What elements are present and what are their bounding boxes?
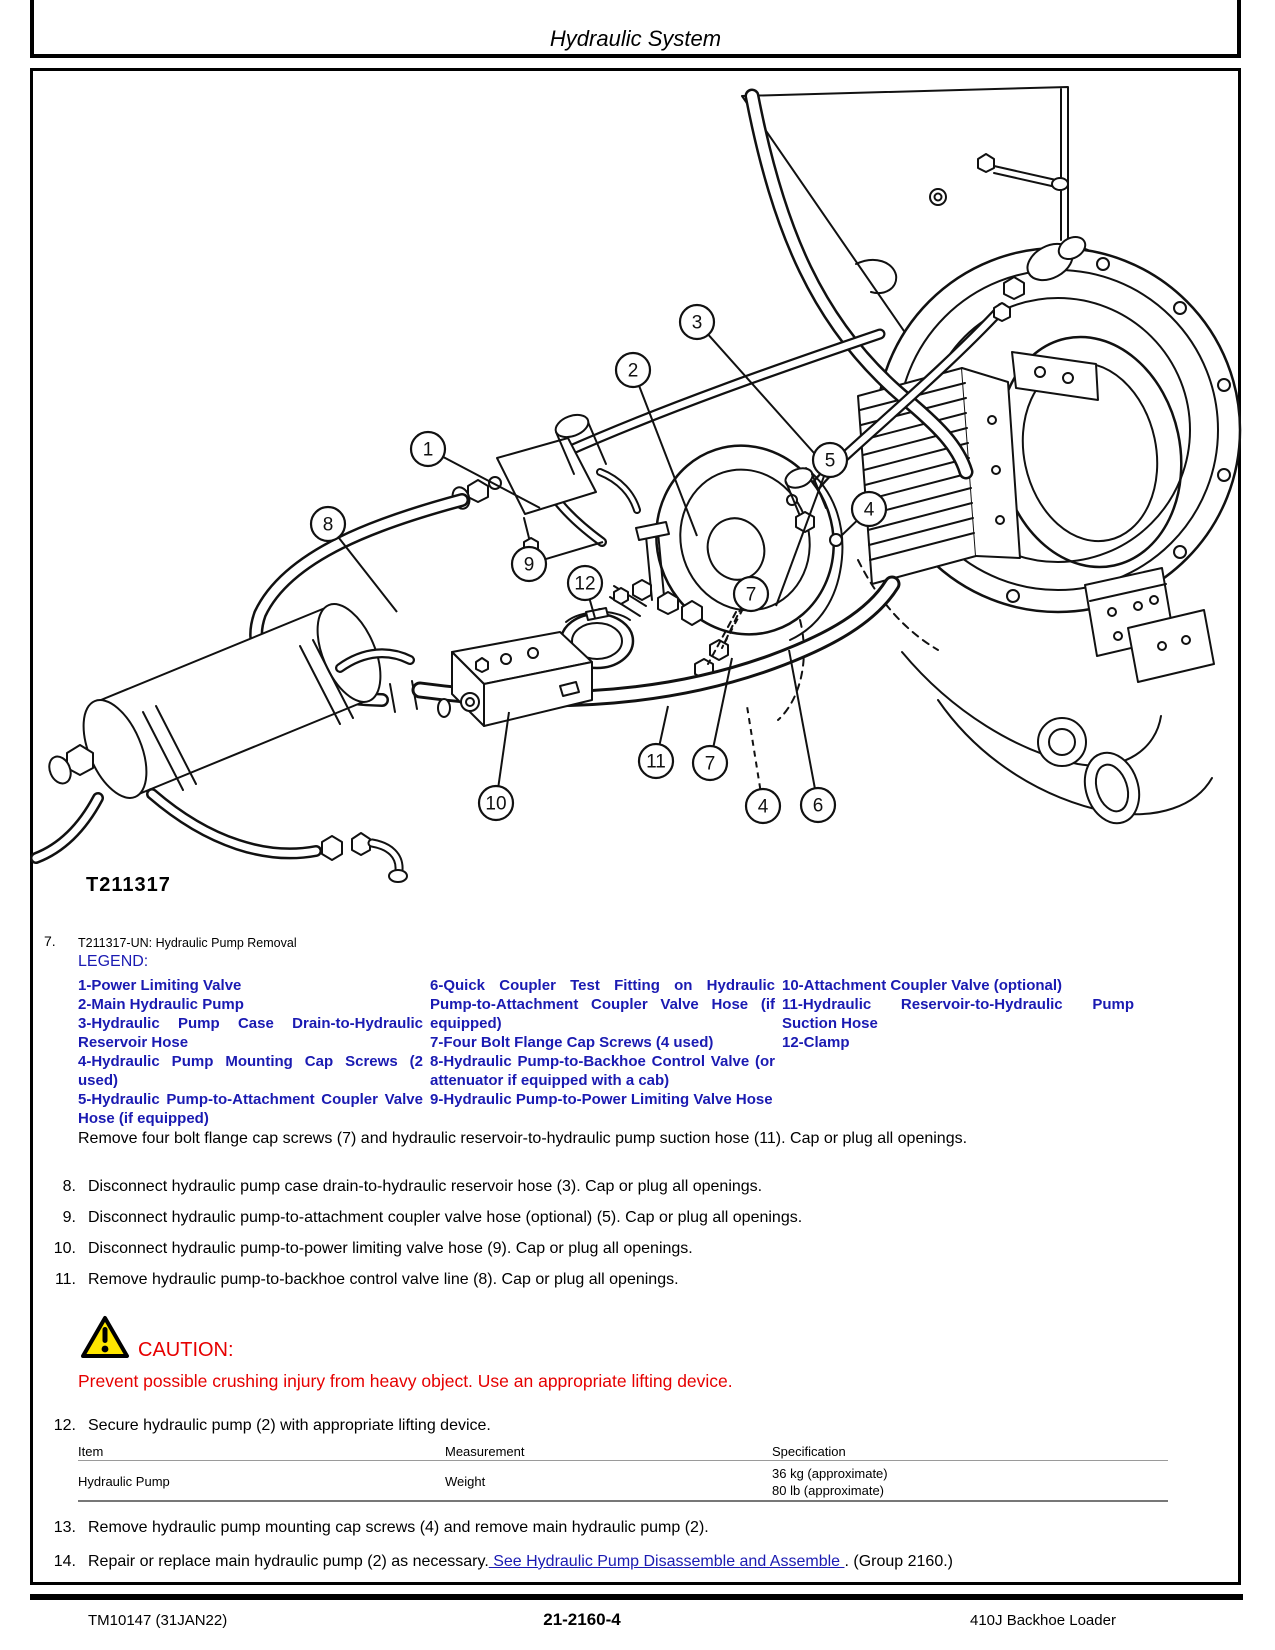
step-number-12: 12. bbox=[53, 1417, 76, 1434]
table-header-item: Item bbox=[78, 1444, 104, 1459]
step-number-10: 10. bbox=[53, 1240, 76, 1257]
table-rule-top bbox=[78, 1460, 1168, 1461]
step-14-text: Repair or replace main hydraulic pump (2… bbox=[88, 1553, 1168, 1571]
figure-id-label: T211317 bbox=[86, 874, 171, 896]
table-header-specification: Specification bbox=[772, 1444, 846, 1459]
step-7-text: Remove four bolt flange cap screws (7) a… bbox=[78, 1130, 968, 1147]
table-cell-measurement: Weight bbox=[445, 1474, 486, 1489]
table-rule-bottom bbox=[78, 1500, 1168, 1502]
page-title: Hydraulic System bbox=[549, 26, 722, 51]
legend-title: LEGEND: bbox=[78, 953, 149, 970]
figure-caption: T211317-UN: Hydraulic Pump Removal bbox=[78, 936, 297, 950]
footer-model-name: 410J Backhoe Loader bbox=[970, 1612, 1116, 1629]
legend-entry: 5-Hydraulic Pump-to-Attachment Coupler V… bbox=[78, 1091, 423, 1127]
legend-entry: 11-Hydraulic Reservoir-to-Hydraulic Pump… bbox=[782, 996, 1134, 1032]
step-number-8: 8. bbox=[62, 1178, 76, 1195]
footer-divider bbox=[30, 1594, 1243, 1600]
table-cell-spec-metric: 36 kg (approximate) bbox=[772, 1466, 888, 1481]
step-number-13: 13. bbox=[53, 1519, 76, 1536]
legend-column-1: 1-Power Limiting Valve 2-Main Hydraulic … bbox=[78, 976, 423, 1128]
legend-entry: 7-Four Bolt Flange Cap Screws (4 used) bbox=[430, 1034, 714, 1051]
step-13-text: Remove hydraulic pump mounting cap screw… bbox=[88, 1519, 709, 1536]
step-14-pre: Repair or replace main hydraulic pump (2… bbox=[88, 1553, 489, 1570]
caution-label: CAUTION: bbox=[138, 1339, 234, 1361]
step-number-7: 7. bbox=[44, 933, 56, 949]
step-10-text: Disconnect hydraulic pump-to-power limit… bbox=[88, 1240, 693, 1257]
legend-entry: 9-Hydraulic Pump-to-Power Limiting Valve… bbox=[430, 1091, 773, 1108]
legend-column-2: 6-Quick Coupler Test Fitting on Hydrauli… bbox=[430, 976, 775, 1109]
warning-triangle-icon bbox=[81, 1316, 129, 1358]
table-header-measurement: Measurement bbox=[445, 1444, 525, 1459]
legend-entry: 10-Attachment Coupler Valve (optional) bbox=[782, 977, 1063, 994]
disassemble-assemble-link[interactable]: See Hydraulic Pump Disassemble and Assem… bbox=[488, 1553, 845, 1570]
legend-entry: 1-Power Limiting Valve bbox=[78, 977, 242, 994]
legend-entry: 3-Hydraulic Pump Case Drain-to-Hydraulic… bbox=[78, 1015, 423, 1051]
legend-entry: 8-Hydraulic Pump-to-Backhoe Control Valv… bbox=[430, 1053, 775, 1089]
legend-entry: 4-Hydraulic Pump Mounting Cap Screws (2 … bbox=[78, 1053, 423, 1089]
footer-manual-id: TM10147 (31JAN22) bbox=[88, 1612, 228, 1629]
step-14-post: . (Group 2160.) bbox=[844, 1553, 953, 1570]
step-11-text: Remove hydraulic pump-to-backhoe control… bbox=[88, 1271, 679, 1288]
step-8-text: Disconnect hydraulic pump case drain-to-… bbox=[88, 1178, 763, 1195]
step-12-text: Secure hydraulic pump (2) with appropria… bbox=[88, 1417, 491, 1434]
footer-page-number: 21-2160-4 bbox=[543, 1610, 621, 1629]
step-number-9: 9. bbox=[62, 1209, 76, 1226]
legend-entry: 2-Main Hydraulic Pump bbox=[78, 996, 244, 1013]
step-number-11: 11. bbox=[54, 1271, 76, 1288]
step-number-14: 14. bbox=[53, 1553, 76, 1570]
legend-entry: 6-Quick Coupler Test Fitting on Hydrauli… bbox=[430, 977, 775, 1032]
table-cell-spec-imperial: 80 lb (approximate) bbox=[772, 1483, 884, 1498]
header-box bbox=[30, 0, 1241, 58]
caution-text: Prevent possible crushing injury from he… bbox=[78, 1371, 733, 1391]
legend-column-3: 10-Attachment Coupler Valve (optional) 1… bbox=[782, 976, 1134, 1052]
table-cell-item: Hydraulic Pump bbox=[78, 1474, 170, 1489]
legend-entry: 12-Clamp bbox=[782, 1034, 850, 1051]
step-9-text: Disconnect hydraulic pump-to-attachment … bbox=[88, 1209, 803, 1226]
